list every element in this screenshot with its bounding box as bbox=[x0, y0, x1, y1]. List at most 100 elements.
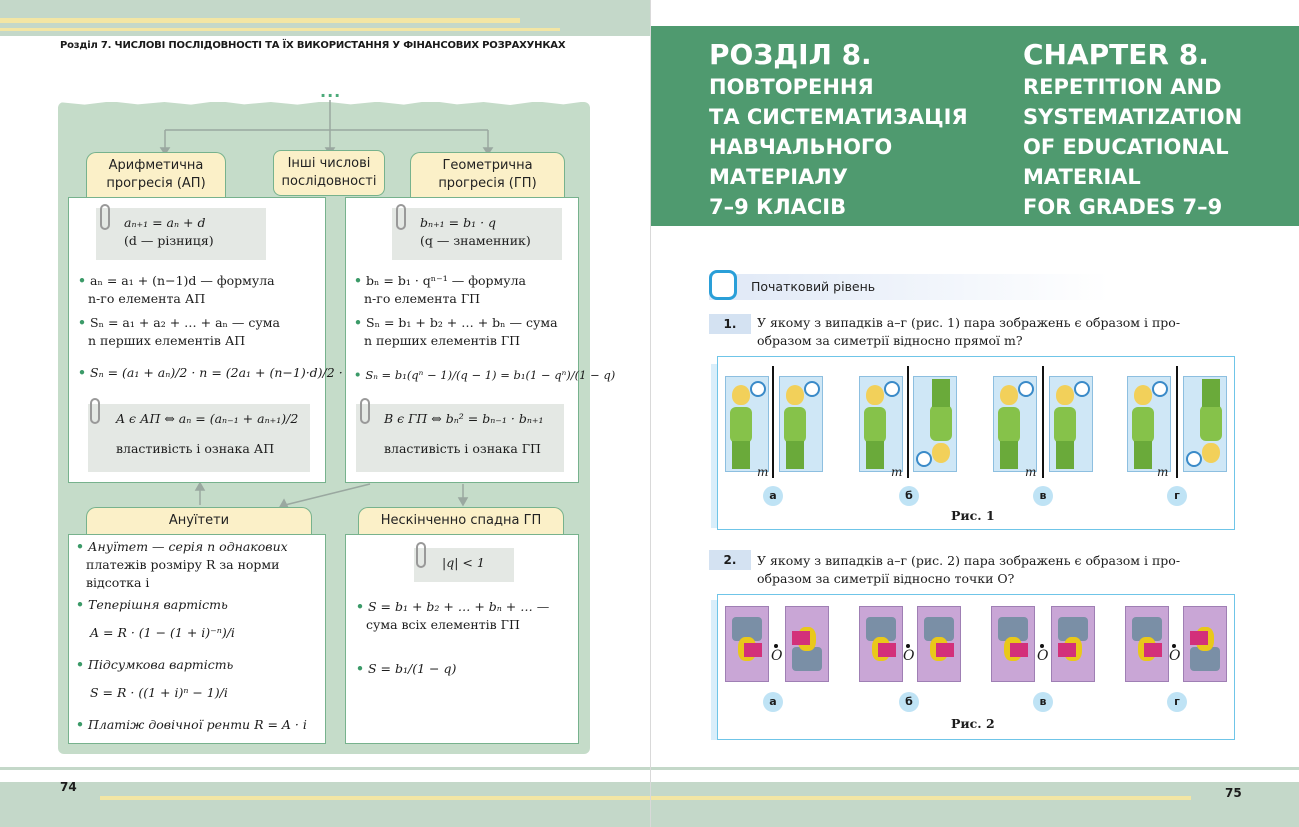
level-heading: Початковий рівень bbox=[709, 274, 1109, 300]
mirror-line bbox=[1176, 366, 1178, 478]
footer-strip bbox=[651, 770, 1299, 782]
torn-edge bbox=[58, 96, 590, 105]
tab-annuities: Ануїтети bbox=[86, 507, 312, 535]
infinite-sum: •S = b₁ + b₂ + … + bₙ + … —сума всіх еле… bbox=[356, 599, 550, 632]
page-number-left: 74 bbox=[60, 780, 77, 794]
paperclip-icon bbox=[360, 398, 370, 424]
kettlebell-icon bbox=[709, 270, 737, 300]
continuation-dots: ... bbox=[320, 82, 342, 101]
mirror-label: m bbox=[757, 465, 769, 479]
option-b: б bbox=[899, 692, 919, 712]
boy-image bbox=[993, 376, 1037, 472]
center-point bbox=[906, 644, 910, 648]
center-point bbox=[1040, 644, 1044, 648]
figure-1-caption: Рис. 1 bbox=[951, 508, 995, 523]
question-2-text: У якому з випадків а–г (рис. 2) пара зоб… bbox=[757, 553, 1181, 586]
ap-property-label: властивість і ознака АП bbox=[116, 441, 275, 456]
gp-property-label: властивість і ознака ГП bbox=[384, 441, 541, 456]
option-a: а bbox=[763, 692, 783, 712]
question-2-number: 2. bbox=[709, 550, 751, 570]
boy-image-rotated bbox=[1183, 376, 1227, 472]
desk-image bbox=[991, 606, 1035, 682]
gp-sum-formula: •Sₙ = b₁(qⁿ − 1)/(q − 1) = b₁(1 − qⁿ)/(1… bbox=[354, 368, 616, 382]
infinite-sum-formula: •S = b₁/(1 − q) bbox=[356, 661, 457, 676]
chapter-title-en: CHAPTER 8. REPETITION AND SYSTEMATIZATIO… bbox=[1023, 38, 1243, 219]
perpetuity-payment: •Платіж довічної ренти R = A · i bbox=[76, 717, 307, 732]
future-value-formula: S = R · ((1 + i)ⁿ − 1)/i bbox=[90, 685, 228, 700]
footer-strip bbox=[0, 770, 650, 782]
option-g: г bbox=[1167, 486, 1187, 506]
present-value-formula: A = R · (1 − (1 + i)⁻ⁿ)/i bbox=[90, 625, 235, 640]
mirror-line bbox=[772, 366, 774, 478]
question-1-number: 1. bbox=[709, 314, 751, 334]
boy-image bbox=[859, 376, 903, 472]
footer-accent-line bbox=[100, 796, 650, 800]
desk-image bbox=[725, 606, 769, 682]
tab-arithmetic-progression: Арифметична прогресія (АП) bbox=[86, 152, 226, 198]
desk-image bbox=[1125, 606, 1169, 682]
gp-recurrence: bₙ₊₁ = b₁ · q bbox=[420, 215, 497, 230]
center-point bbox=[1172, 644, 1176, 648]
point-label: O bbox=[1037, 648, 1049, 664]
connector-arrows bbox=[159, 100, 494, 509]
mirror-label: m bbox=[1025, 465, 1037, 479]
boy-image bbox=[779, 376, 823, 472]
mirror-line bbox=[1042, 366, 1044, 478]
header-accent-line bbox=[0, 28, 560, 31]
point-label: O bbox=[1169, 648, 1181, 664]
center-point bbox=[774, 644, 778, 648]
option-v: в bbox=[1033, 486, 1053, 506]
future-value-label: •Підсумкова вартість bbox=[76, 657, 234, 672]
gp-property: B є ГП ⇔ bₙ² = bₙ₋₁ · bₙ₊₁ bbox=[384, 411, 544, 426]
figure-2-caption: Рис. 2 bbox=[951, 716, 995, 731]
boy-image bbox=[1049, 376, 1093, 472]
option-g: г bbox=[1167, 692, 1187, 712]
page-number-right: 75 bbox=[1225, 786, 1242, 800]
annuity-box bbox=[68, 534, 326, 744]
paperclip-icon bbox=[416, 542, 426, 568]
point-label: O bbox=[903, 648, 915, 664]
mirror-label: m bbox=[1157, 465, 1169, 479]
tab-other-sequences: Інші числові послідовності bbox=[273, 150, 385, 196]
option-a: а bbox=[763, 486, 783, 506]
boy-image bbox=[1127, 376, 1171, 472]
chapter-title-ua: РОЗДІЛ 8. ПОВТОРЕННЯ ТА СИСТЕМАТИЗАЦІЯ Н… bbox=[709, 38, 968, 219]
footer-accent-line bbox=[651, 796, 1191, 800]
gp-property-note: B є ГП ⇔ bₙ² = bₙ₋₁ · bₙ₊₁ властивість і… bbox=[356, 404, 564, 472]
left-page: Розділ 7. ЧИСЛОВІ ПОСЛІДОВНОСТІ ТА ЇХ ВИ… bbox=[0, 0, 650, 827]
running-header: Розділ 7. ЧИСЛОВІ ПОСЛІДОВНОСТІ ТА ЇХ ВИ… bbox=[60, 40, 566, 51]
right-page: РОЗДІЛ 8. ПОВТОРЕННЯ ТА СИСТЕМАТИЗАЦІЯ Н… bbox=[650, 0, 1299, 827]
paperclip-icon bbox=[100, 204, 110, 230]
mirror-label: m bbox=[891, 465, 903, 479]
ap-difference-label: (d — різниця) bbox=[124, 233, 214, 248]
mirror-line bbox=[907, 366, 909, 478]
ratio-condition-note: |q| < 1 bbox=[414, 548, 514, 582]
tab-geometric-progression: Геометрична прогресія (ГП) bbox=[410, 152, 565, 198]
ap-property: A є АП ⇔ aₙ = (aₙ₋₁ + aₙ₊₁)/2 bbox=[116, 411, 299, 426]
boy-image bbox=[725, 376, 769, 472]
ap-definition-note: aₙ₊₁ = aₙ + d (d — різниця) bbox=[96, 208, 266, 260]
gp-ratio-label: (q — знаменник) bbox=[420, 233, 531, 248]
tab-infinite-gp: Нескінченно спадна ГП bbox=[358, 507, 564, 535]
present-value-label: •Теперішня вартість bbox=[76, 597, 228, 612]
desk-image-mirrored bbox=[1051, 606, 1095, 682]
option-b: б bbox=[899, 486, 919, 506]
desk-image bbox=[859, 606, 903, 682]
desk-image-rotated bbox=[1183, 606, 1227, 682]
ap-property-note: A є АП ⇔ aₙ = (aₙ₋₁ + aₙ₊₁)/2 властивіст… bbox=[88, 404, 310, 472]
paperclip-icon bbox=[90, 398, 100, 424]
header-accent-line bbox=[0, 18, 520, 23]
desk-image-rotated bbox=[785, 606, 829, 682]
chapter-banner bbox=[651, 26, 1299, 226]
question-1-text: У якому з випадків а–г (рис. 1) пара зоб… bbox=[757, 315, 1181, 348]
boy-image-rotated bbox=[913, 376, 957, 472]
header-strip bbox=[0, 36, 650, 60]
desk-image bbox=[917, 606, 961, 682]
ap-recurrence: aₙ₊₁ = aₙ + d bbox=[124, 215, 206, 230]
